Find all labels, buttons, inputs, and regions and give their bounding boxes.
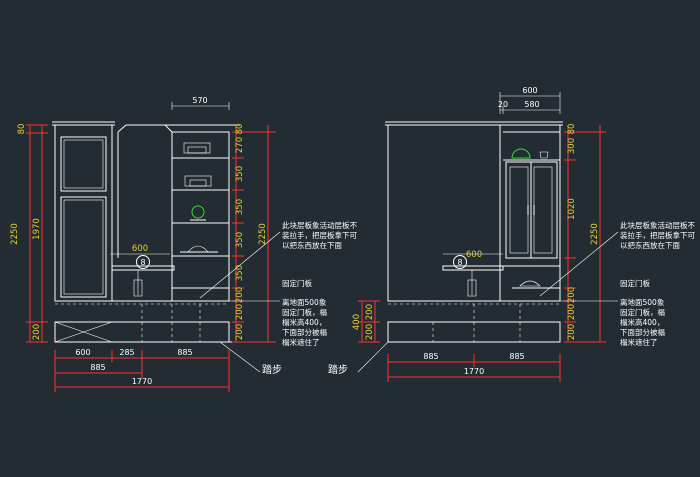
left-shelf-ornament bbox=[191, 205, 205, 219]
left-note-door-5: 下面部分被榻 bbox=[282, 327, 327, 337]
left-dim-top: 570 bbox=[192, 96, 207, 105]
right-dim-b0: 885 bbox=[423, 352, 438, 361]
right-dim-total: 1770 bbox=[464, 367, 484, 376]
left-marker-circle bbox=[136, 255, 150, 269]
left-marker-label: 8 bbox=[140, 258, 145, 267]
right-dim-r5: 200 bbox=[567, 324, 577, 340]
left-shelf-unit bbox=[171, 131, 230, 302]
left-dim-l3: 200 bbox=[32, 324, 42, 340]
right-marker-label: 8 bbox=[457, 258, 462, 267]
left-elevation: 8 570 600 80 1970 2250 200 80 270 350 35… bbox=[10, 96, 357, 392]
left-upper-door bbox=[60, 136, 107, 192]
right-note-door-6: 榻米遮住了 bbox=[620, 337, 658, 347]
left-lower-door bbox=[60, 196, 107, 298]
left-dim-r3: 350 bbox=[235, 199, 245, 215]
left-note-door-3: 固定门板，榻 bbox=[282, 307, 327, 317]
left-step-label: 踏步 bbox=[262, 363, 282, 376]
right-dim-b1: 885 bbox=[509, 352, 524, 361]
left-dim-r4: 350 bbox=[235, 232, 245, 248]
left-note-door-6: 榻米遮住了 bbox=[282, 337, 320, 347]
left-dim-b3: 885 bbox=[90, 363, 105, 372]
right-note-shelf-2: 装拉手，把层板拿下可 bbox=[620, 230, 695, 240]
right-dim-l0: 200 bbox=[365, 304, 375, 320]
left-note-shelf-1: 此块层板象活动层板不 bbox=[282, 220, 357, 230]
right-dim-r4: 200 bbox=[567, 304, 577, 320]
left-tall-cabinet bbox=[54, 124, 113, 302]
right-dim-r2: 1020 bbox=[567, 198, 577, 220]
left-note-shelf-3: 以把东西放在下面 bbox=[282, 240, 342, 250]
right-dim-r1: 300 bbox=[567, 138, 577, 154]
left-dim-r1: 270 bbox=[235, 137, 245, 153]
left-dim-l2: 2250 bbox=[10, 223, 20, 245]
left-dim-b1: 285 bbox=[119, 348, 134, 357]
right-step-label: 踏步 bbox=[328, 363, 348, 376]
right-dim-l1: 200 bbox=[365, 324, 375, 340]
left-dim-r5: 350 bbox=[235, 265, 245, 281]
left-dim-r6: 200 bbox=[235, 287, 245, 303]
right-dim-top-0: 600 bbox=[522, 86, 537, 95]
left-note-shelf-2: 装拉手，把层板拿下可 bbox=[282, 230, 357, 240]
right-shelf-width: 600 bbox=[466, 250, 482, 260]
right-dim-r3: 200 bbox=[567, 287, 577, 303]
left-dim-total: 1770 bbox=[132, 377, 152, 386]
right-note-shelf-3: 以把东西放在下面 bbox=[620, 240, 680, 250]
left-note-door-1: 固定门板 bbox=[282, 278, 312, 288]
left-note-door-2: 离地面500象 bbox=[282, 297, 327, 307]
left-dim-r8: 200 bbox=[235, 324, 245, 340]
left-dim-l0: 80 bbox=[17, 124, 27, 135]
left-dim-r0: 80 bbox=[235, 124, 245, 135]
right-elevation: 8 600 20 580 600 200 200 400 80 300 1020… bbox=[328, 86, 695, 382]
right-note-door-1: 固定门板 bbox=[620, 278, 650, 288]
right-note-door-3: 固定门板，榻 bbox=[620, 307, 665, 317]
left-dim-r7: 200 bbox=[235, 304, 245, 320]
right-note-shelf-1: 此块层板象活动层板不 bbox=[620, 220, 695, 230]
right-note-door-5: 下面部分被榻 bbox=[620, 327, 665, 337]
right-marker-circle bbox=[453, 255, 467, 269]
right-note-door-2: 离地面500象 bbox=[620, 297, 665, 307]
left-dim-r9: 2250 bbox=[258, 223, 268, 245]
right-dim-top-2: 580 bbox=[524, 100, 539, 109]
left-dim-r2: 350 bbox=[235, 166, 245, 182]
left-desk-shelf bbox=[111, 265, 175, 271]
right-dim-r6: 2250 bbox=[590, 223, 600, 245]
left-dim-b0: 600 bbox=[75, 348, 90, 357]
left-shelf-width: 600 bbox=[132, 244, 148, 254]
right-shelf-ornament bbox=[511, 148, 531, 159]
left-dim-l1: 1970 bbox=[32, 218, 42, 240]
left-note-door-4: 榻米高400， bbox=[282, 317, 326, 327]
right-note-door-4: 榻米高400， bbox=[620, 317, 664, 327]
right-dim-l2: 400 bbox=[352, 314, 362, 330]
right-desk-shelf bbox=[442, 265, 504, 271]
right-dim-r0: 80 bbox=[567, 124, 577, 135]
right-dim-top-1: 20 bbox=[498, 100, 508, 109]
left-dim-b2: 885 bbox=[177, 348, 192, 357]
